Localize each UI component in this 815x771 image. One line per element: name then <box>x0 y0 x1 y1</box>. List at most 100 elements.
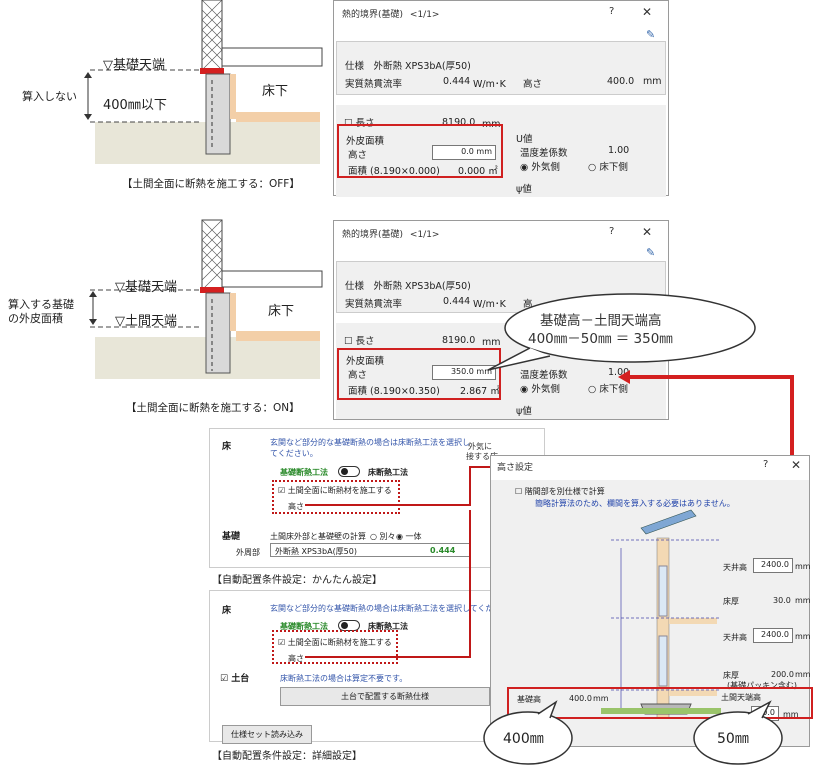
floor-label-2: 床 <box>222 606 232 616</box>
label-yukashita-2: 床下 <box>268 304 295 319</box>
highlight-area-1 <box>337 124 503 178</box>
area-height-label: 高さ <box>348 150 368 161</box>
toggle-left-label-2: 基礎断熱工法 <box>280 622 328 631</box>
highlight-area-2 <box>337 348 501 400</box>
dialog-page: <1/1> <box>409 10 440 20</box>
doma-checkbox[interactable]: ☑ 土間全面に断熱材を施工する <box>278 486 392 495</box>
toggle-left-label: 基礎断熱工法 <box>280 468 328 477</box>
ceil1-input[interactable]: 2400.0 <box>753 558 793 573</box>
length-label-2: 長さ <box>355 336 375 347</box>
dodai-spec-button[interactable]: 土台で配置する断熱仕様 <box>280 687 490 706</box>
length-checkbox[interactable]: ☐ 長さ <box>344 118 375 129</box>
radio-out-2[interactable]: ◉ 外気側 <box>520 384 560 395</box>
pen-icon-2[interactable]: ✎ <box>646 246 656 259</box>
radio-floor[interactable]: ○ 床下側 <box>588 162 628 173</box>
dialog2-page: <1/1> <box>409 230 440 240</box>
load-spec-button[interactable]: 仕様セット読み込み <box>222 725 312 744</box>
height-button[interactable]: 高さ <box>288 502 304 511</box>
area-height-input[interactable]: 0.0 mm <box>432 145 496 160</box>
eff-label-2: 実質熱貫流率 <box>345 299 403 310</box>
spec-value-2: 外断熱 XPS3bA(厚50) <box>373 281 471 292</box>
area-group-label: 外皮面積 <box>346 136 385 147</box>
base-label: 基礎 <box>222 532 241 542</box>
area-value: 0.000 ㎡ <box>458 166 498 177</box>
close-button-3[interactable]: ✕ <box>791 458 802 472</box>
ceil1-unit: mm <box>795 562 811 571</box>
temp-label: 温度差係数 <box>520 148 568 159</box>
eff-value-2: 0.444 <box>443 296 471 307</box>
help-button-2[interactable]: ? <box>609 226 615 237</box>
dialog-titlebar: 熱的境界(基礎) <1/1> ? ✕ <box>334 1 668 27</box>
separate-calc-checkbox[interactable]: ☐ 階間部を別仕様で計算 <box>515 487 605 496</box>
settings-note-2: 玄関など部分的な基礎断熱の場合は床断熱工法を選択してくださ <box>270 604 502 613</box>
building-section-illustration <box>601 509 721 718</box>
height-unit: mm <box>643 76 662 87</box>
eff-extra-2: 高 <box>523 299 533 310</box>
ceil2-unit: mm <box>795 632 811 641</box>
spec-panel: 仕様 外断熱 XPS3bA(厚50) 実質熱貫流率 0.444 W/m･K 高さ… <box>336 41 666 95</box>
eff-label: 実質熱貫流率 <box>345 79 403 90</box>
help-button-3[interactable]: ? <box>763 459 769 470</box>
settings-simple-panel: 床 玄関など部分的な基礎断熱の場合は床断熱工法を選択してください。 基礎断熱工法… <box>209 428 545 568</box>
highlight-simple-checkbox <box>272 480 400 514</box>
caption-simple: 【自動配置条件設定：かんたん設定】 <box>212 575 382 586</box>
bubble-400-text: 400㎜ <box>503 731 544 747</box>
ceil2-input[interactable]: 2400.0 <box>753 628 793 643</box>
close-button[interactable]: ✕ <box>642 5 653 19</box>
highlight-heights <box>507 687 813 719</box>
label-not-counted: 算入しない <box>22 90 77 103</box>
caption-detail: 【自動配置条件設定：詳細設定】 <box>212 751 362 762</box>
radio-separate[interactable]: ○ 別々 <box>370 532 396 541</box>
pen-icon[interactable]: ✎ <box>646 28 656 41</box>
psi-group-label-2: ψ値 <box>516 406 532 417</box>
settings-detail-panel: 床 玄関など部分的な基礎断熱の場合は床断熱工法を選択してくださ 基礎断熱工法 床… <box>209 590 545 744</box>
settings-note: 玄関など部分的な基礎断熱の場合は床断熱工法を選択してください。 <box>270 438 470 458</box>
toggle-right-label: 床断熱工法 <box>368 468 408 477</box>
height-button-2[interactable]: 高さ <box>288 654 304 663</box>
floor1-value: 30.0 <box>773 596 791 605</box>
temp-label-2: 温度差係数 <box>520 370 568 381</box>
dodai-checkbox[interactable]: ☑ 土台 <box>220 674 250 684</box>
dialog2-titlebar: 熱的境界(基礎) <1/1> ? ✕ <box>334 221 668 247</box>
outer-label-2: 接する床 <box>466 452 498 461</box>
doma-height-label: 土間天端高 <box>721 693 761 702</box>
eff-value: 0.444 <box>443 76 471 87</box>
radio-floor-2[interactable]: ○ 床下側 <box>588 384 628 395</box>
base-height-value: 400.0 <box>569 694 592 703</box>
bubble-50-text: 50㎜ <box>717 731 749 747</box>
packing-note: (基礎パッキン含む) <box>727 681 798 690</box>
label-counted-1: 算入する基礎 <box>8 298 74 311</box>
length-label: 長さ <box>355 118 375 129</box>
radio-out[interactable]: ◉ 外気側 <box>520 162 560 173</box>
length-checkbox-2[interactable]: ☐ 長さ <box>344 336 375 347</box>
caption-off: 【土間全面に断熱を施工する：OFF】 <box>122 178 300 190</box>
label-yukashita: 床下 <box>262 84 289 99</box>
floor1-label: 床厚 <box>723 597 739 606</box>
formula-bubble <box>487 293 756 371</box>
spec-value: 外断熱 XPS3bA(厚50) <box>373 61 471 72</box>
bubble-400-shape <box>483 700 573 765</box>
doma-checkbox-2[interactable]: ☑ 土間全面に断熱材を施工する <box>278 638 392 647</box>
bubble-50-shape <box>693 700 783 765</box>
spec-label-2: 仕様 <box>345 281 365 292</box>
floor1-unit: mm <box>795 596 811 605</box>
label-400-below: 400㎜以下 <box>103 98 167 113</box>
foundation-diagram-on <box>89 219 323 379</box>
floor-label: 床 <box>222 442 232 452</box>
height-dialog-titlebar: 高さ設定 ? ✕ <box>491 456 809 476</box>
label-doma-top: ▽土間天端 <box>115 314 177 329</box>
method-toggle[interactable] <box>338 466 360 477</box>
outer-label-1: 外気に <box>468 442 492 451</box>
area-height-input-2[interactable]: 350.0 mm <box>432 365 496 380</box>
area-height-label-2: 高さ <box>348 370 368 381</box>
label-kiso-top: ▽基礎天端 <box>103 58 165 73</box>
radio-one[interactable]: ◉ 一体 <box>396 532 422 541</box>
floor2-label: 床厚 <box>723 671 739 680</box>
area-group-label-2: 外皮面積 <box>346 356 385 367</box>
spec-label: 仕様 <box>345 61 365 72</box>
close-button-2[interactable]: ✕ <box>642 225 653 239</box>
help-button[interactable]: ? <box>609 6 615 17</box>
dodai-note: 床断熱工法の場合は算定不要です。 <box>280 674 408 683</box>
height-value: 400.0 <box>607 76 635 87</box>
height-dialog-body: ☐ 階間部を別仕様で計算 簡略計算法のため、欄間を算入する必要はありません。 天… <box>491 480 811 746</box>
